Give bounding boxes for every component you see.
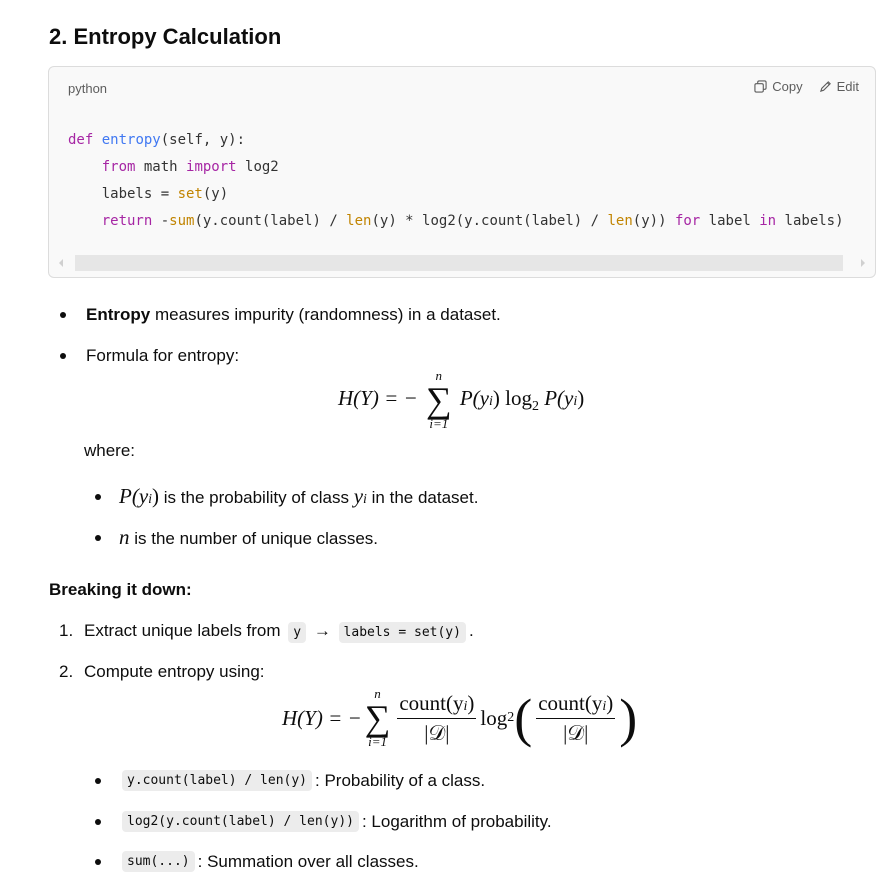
- summation: n ∑ i=1: [364, 686, 391, 749]
- fraction: count(yi) |𝒟|: [397, 690, 477, 745]
- code-line-2: from math import log2: [101, 159, 279, 175]
- step-2: 2.Compute entropy using:: [59, 662, 265, 681]
- bullet-dot: [95, 818, 101, 825]
- scrollbar-thumb[interactable]: [75, 255, 843, 271]
- bullet-dot: [60, 353, 66, 359]
- section-title: 2. Entropy Calculation: [49, 24, 282, 49]
- inline-code: sum(...): [122, 851, 195, 872]
- bullet-formula: Formula for entropy:: [60, 346, 239, 366]
- entropy-bold: Entropy: [86, 305, 151, 324]
- where-item-classes: n is the number of unique classes.: [95, 525, 378, 550]
- bullet-dot: [95, 777, 101, 784]
- where-item-probability: P(yi) is the probability of class yi in …: [95, 484, 478, 509]
- detail-item: y.count(label) / len(y): Probability of …: [95, 770, 485, 791]
- edit-button[interactable]: Edit: [819, 79, 859, 94]
- code-line-1: def entropy(self, y):: [68, 132, 246, 148]
- code-language-label: python: [68, 81, 108, 96]
- formula-label: Formula for entropy:: [86, 346, 240, 365]
- bullet-dot: [60, 312, 66, 318]
- inline-code: y.count(label) / len(y): [122, 770, 313, 791]
- step-1: 1.Extract unique labels from y → labels …: [59, 621, 474, 643]
- inline-code: labels = set(y): [338, 622, 466, 643]
- fraction: count(yi) |𝒟|: [536, 690, 616, 745]
- copy-button[interactable]: Copy: [754, 79, 803, 94]
- where-label: where:: [84, 441, 136, 460]
- scroll-right-arrow-icon[interactable]: [861, 259, 865, 267]
- code-content: def entropy(self, y): from math import l…: [68, 127, 844, 235]
- edit-label: Edit: [836, 79, 859, 94]
- code-block: python Copy Edit def entropy(self, y): f…: [48, 66, 876, 278]
- detail-item: log2(y.count(label) / len(y)): Logarithm…: [95, 811, 552, 832]
- breakdown-title: Breaking it down:: [49, 580, 192, 599]
- pencil-icon: [819, 81, 831, 93]
- copy-label: Copy: [772, 79, 803, 94]
- code-line-3: labels = set(y): [101, 186, 229, 202]
- inline-code: y: [288, 622, 307, 643]
- copy-icon: [754, 80, 767, 93]
- horizontal-scrollbar[interactable]: [55, 255, 869, 271]
- entropy-description: measures impurity (randomness) in a data…: [150, 305, 501, 324]
- summation: n ∑ i=1: [425, 368, 452, 431]
- code-actions: Copy Edit: [754, 79, 859, 94]
- detail-item: sum(...): Summation over all classes.: [95, 851, 419, 872]
- bullet-entropy: Entropy measures impurity (randomness) i…: [60, 305, 501, 325]
- bullet-dot: [95, 858, 101, 865]
- bullet-dot: [95, 534, 101, 541]
- bullet-dot: [95, 493, 101, 500]
- scroll-left-arrow-icon[interactable]: [59, 259, 63, 267]
- entropy-formula: H(Y) = − n ∑ i=1 P(yi) log2 P(yi): [338, 368, 585, 431]
- code-line-4: return -sum(y.count(label) / len(y) * lo…: [101, 213, 844, 229]
- inline-code: log2(y.count(label) / len(y)): [122, 811, 359, 832]
